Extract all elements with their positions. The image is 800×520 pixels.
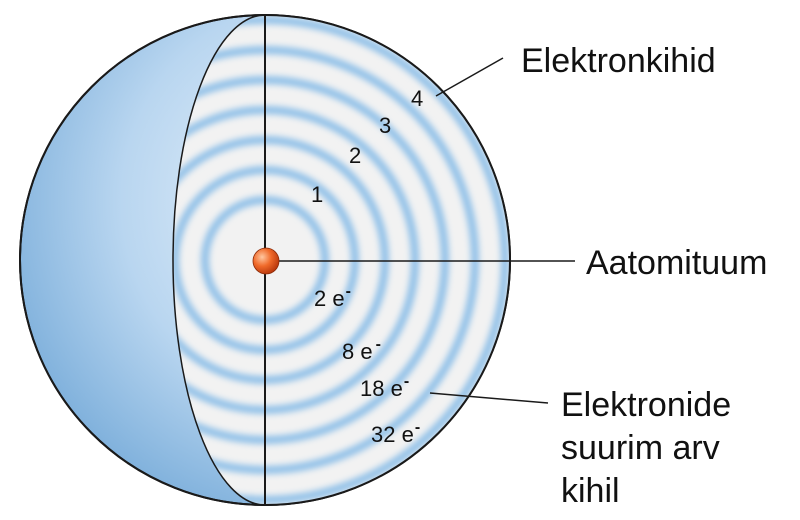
shell-capacity-1: 2 e- <box>314 283 351 311</box>
shell-capacity-2: 8 e- <box>342 336 381 364</box>
shell-number-2: 2 <box>349 143 361 168</box>
shell-number-3: 3 <box>379 113 391 138</box>
shell-capacity-4: 32 e- <box>371 419 420 447</box>
label-electron-shells: Elektronkihid <box>521 42 716 80</box>
section-edge <box>172 14 266 506</box>
label-capacity-line-3: kihil <box>561 472 620 510</box>
shell-number-1: 1 <box>311 182 323 207</box>
shell-capacity-3-sup: - <box>404 373 409 390</box>
shell-capacity-4-sup: - <box>415 419 420 436</box>
shell-capacity-2-sup: - <box>376 336 381 353</box>
shell-capacity-2-value: 8 e <box>342 339 373 364</box>
shell-capacity-4-value: 32 e <box>371 422 414 447</box>
shell-capacity-3-value: 18 e <box>360 376 403 401</box>
atomic-nucleus <box>252 247 280 275</box>
label-capacity-line-2: suurim arv <box>561 429 720 467</box>
shell-capacity-3: 18 e- <box>360 373 409 401</box>
label-nucleus: Aatomituum <box>586 244 767 282</box>
leader-line-shells <box>435 57 504 97</box>
shell-number-4: 4 <box>411 86 423 111</box>
leader-line-capacity <box>429 392 549 404</box>
shell-capacity-1-value: 2 e <box>314 286 345 311</box>
sphere-outline <box>19 14 511 506</box>
shell-capacity-1-sup: - <box>346 283 351 300</box>
label-capacity-line-1: Elektronide <box>561 386 731 424</box>
